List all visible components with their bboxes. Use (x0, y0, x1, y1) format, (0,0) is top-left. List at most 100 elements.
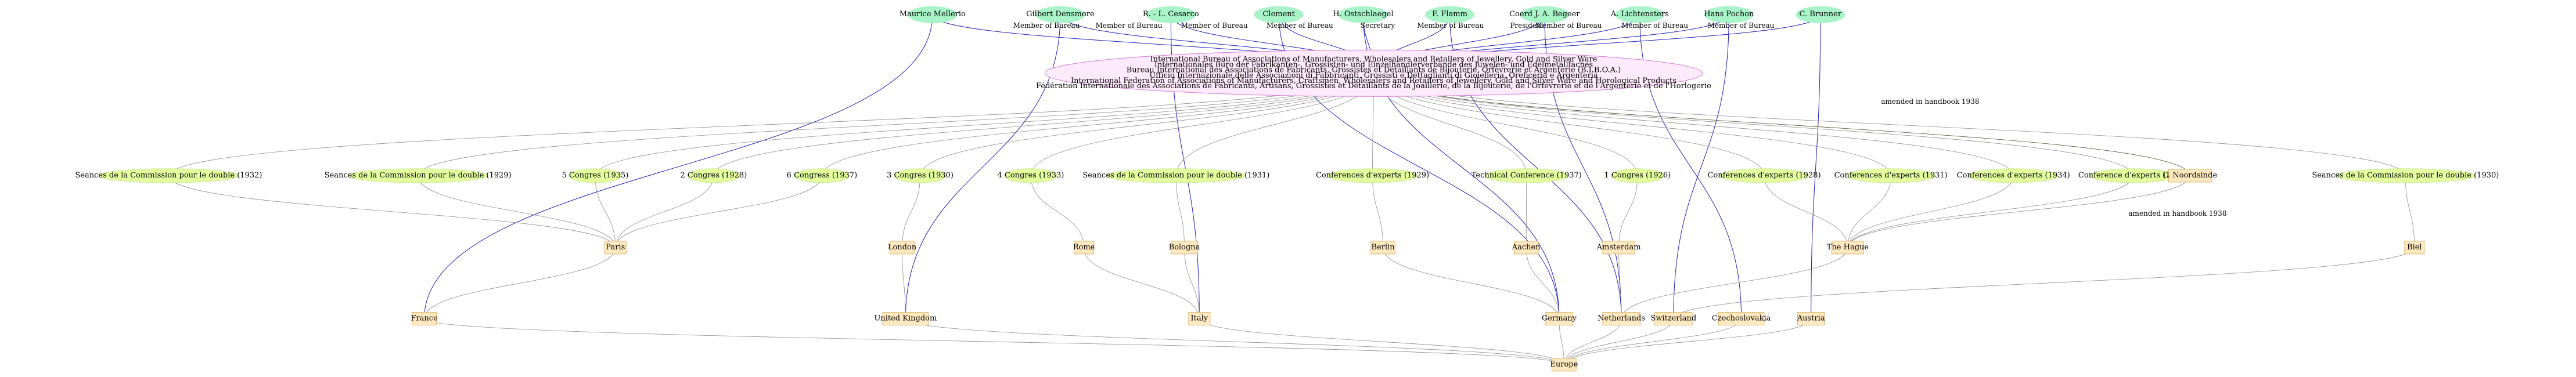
node-label: Germany (1542, 314, 1577, 323)
place-node[interactable]: Biel (2404, 241, 2425, 255)
place-node[interactable]: London (888, 241, 917, 255)
place-node[interactable]: United Kingdom (874, 312, 937, 326)
place-node[interactable]: Amsterdam (1596, 241, 1641, 255)
node-shape (890, 241, 915, 255)
edge-event-to-city (1847, 175, 2134, 248)
node-shape (1146, 6, 1196, 23)
edge-person-to-country (424, 14, 933, 319)
person-node[interactable]: Hans Pochon (1704, 6, 1754, 23)
node-shape (794, 168, 850, 183)
edge-event-to-city (168, 175, 616, 248)
person-node[interactable]: Maurice Mellerio (900, 6, 966, 23)
event-node[interactable]: Technical Conference (1937) (1472, 168, 1582, 183)
event-node[interactable]: Seances de la Commission pour le double … (325, 168, 512, 183)
node-shape (1654, 312, 1693, 326)
edge-city-to-country (1526, 247, 1560, 319)
node-label: Amsterdam (1596, 243, 1641, 252)
place-node[interactable]: Germany (1542, 312, 1577, 326)
node-label: Technical Conference (1937) (1472, 171, 1582, 180)
edge-label-member-of-bureau: Member of Bureau (1267, 21, 1333, 30)
node-shape (2335, 168, 2476, 183)
node-shape (1338, 6, 1388, 23)
event-node[interactable]: Seances de la Commission pour le double … (1082, 168, 1269, 183)
node-label: Maurice Mellerio (900, 10, 966, 19)
edge-country-to-region (424, 318, 1564, 365)
node-label: L. Noordsinde (2163, 171, 2217, 180)
person-node[interactable]: F. Flamm (1425, 6, 1475, 23)
person-node[interactable]: Gilbert Densmore (1026, 6, 1095, 23)
node-shape (1106, 168, 1246, 183)
place-node[interactable]: Aachen (1512, 241, 1541, 255)
edge-city-to-country (1184, 247, 1200, 319)
node-shape (882, 312, 929, 326)
edge-event-to-city (1030, 175, 1084, 248)
edge-city-to-country (1673, 247, 2415, 319)
event-node[interactable]: Conference d'experts (1930) (2078, 168, 2188, 183)
node-shape (1552, 358, 1577, 372)
edge-event-to-city (615, 175, 822, 248)
event-node[interactable]: Conferences d'experts (1934) (1957, 168, 2070, 183)
node-label: Conferences d'experts (1929) (1316, 171, 1429, 180)
node-shape (1188, 312, 1211, 326)
place-node[interactable]: Europe (1550, 358, 1578, 372)
event-node[interactable]: 6 Congress (1937) (787, 168, 857, 183)
node-label: Conference d'experts (1930) (2078, 171, 2188, 180)
edge-event-to-city (902, 175, 920, 248)
edge-labels-layer: Member of Bureau Member of Bureau Member o… (1013, 21, 2227, 217)
event-node[interactable]: 1 Congres (1926) (1604, 168, 1671, 183)
node-label: 4 Congres (1933) (998, 171, 1064, 180)
event-node[interactable]: 5 Congres (1935) (562, 168, 629, 183)
place-node[interactable]: The Hague (1827, 241, 1869, 255)
node-shape (1615, 6, 1665, 23)
edge-label-member-of-bureau: Member of Bureau (1621, 21, 1688, 30)
edge-country-to-region (1559, 318, 1564, 365)
edge-label-secretary: Secretary (1361, 21, 1395, 30)
bureau-name-line: Internationales Büro der Fabrikanten-, G… (1154, 60, 1593, 69)
node-shape (894, 168, 947, 183)
event-node[interactable]: Conferences d'experts (1928) (1707, 168, 1821, 183)
person-node[interactable]: A. Lichtensters (1610, 6, 1669, 23)
edge-city-to-country (902, 247, 906, 319)
node-label: 5 Congres (1935) (562, 171, 629, 180)
node-shape (908, 6, 958, 23)
place-node[interactable]: Czechoslovakia (1712, 312, 1771, 326)
node-label: 2 Congres (1928) (680, 171, 747, 180)
node-shape (604, 241, 627, 255)
person-node[interactable]: Coerd J. A. Begeer (1509, 6, 1580, 23)
node-shape (2168, 169, 2212, 183)
person-node[interactable]: C. Brunner (1796, 6, 1845, 23)
place-node[interactable]: Austria (1797, 312, 1825, 326)
event-node[interactable]: Conferences d'experts (1931) (1834, 168, 1948, 183)
edge-country-to-region (1563, 318, 1674, 365)
edge-label-member-of-bureau: Member of Bureau (1181, 21, 1248, 30)
edge-person-to-country (1673, 14, 1729, 319)
place-node[interactable]: L. Noordsinde (2163, 169, 2217, 183)
event-node[interactable]: Conferences d'experts (1929) (1316, 168, 1429, 183)
place-node[interactable]: Rome (1073, 241, 1095, 255)
node-label: Gilbert Densmore (1026, 10, 1095, 19)
node-label: Coerd J. A. Begeer (1509, 10, 1580, 19)
place-node[interactable]: Italy (1188, 312, 1211, 326)
node-label: Europe (1550, 360, 1578, 369)
event-node[interactable]: 4 Congres (1933) (998, 168, 1064, 183)
event-node[interactable]: Seances de la Commission pour le double … (75, 168, 262, 183)
place-node[interactable]: Berlin (1370, 241, 1395, 255)
person-node[interactable]: Clement (1254, 6, 1304, 23)
node-label: Switzerland (1650, 314, 1696, 323)
place-node[interactable]: Switzerland (1650, 312, 1696, 326)
place-node[interactable]: Paris (604, 241, 627, 255)
place-node[interactable]: Netherlands (1598, 312, 1645, 326)
person-node[interactable]: H. Ostschlaegel (1333, 6, 1394, 23)
person-node[interactable]: R. - L. Cesarco (1143, 6, 1199, 23)
event-node[interactable]: 3 Congres (1930) (887, 168, 954, 183)
edge-country-to-region (905, 318, 1564, 365)
place-node[interactable]: France (411, 312, 438, 326)
edge-city-to-country (1383, 247, 1560, 319)
place-node[interactable]: Bologna (1169, 241, 1200, 255)
event-node[interactable]: Seances de la Commission pour le double … (2312, 168, 2499, 183)
event-node[interactable]: 2 Congres (1928) (680, 168, 747, 183)
node-label: R. - L. Cesarco (1143, 10, 1199, 19)
node-label: Berlin (1372, 243, 1395, 252)
bureau-name-line: Ufficio Internazionale delle Associazion… (1149, 71, 1598, 80)
bureau-node[interactable]: International Bureau of Associations of … (1036, 49, 1711, 97)
